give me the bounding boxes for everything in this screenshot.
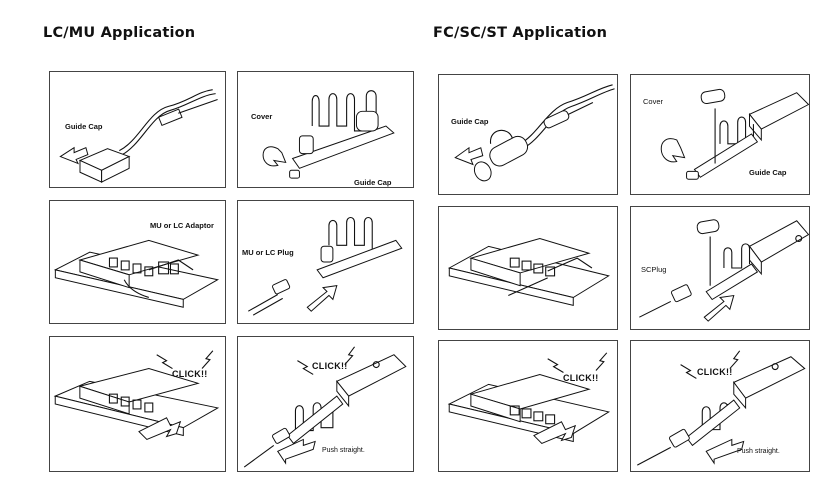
lc-push-straight-illustration: CLICK!! Push straight. <box>237 336 414 472</box>
push-straight-drawing <box>243 346 407 468</box>
fc-cover-rotate-illustration: Cover Guide Cap <box>630 74 810 195</box>
cover-label: Cover <box>643 97 664 106</box>
fc-push-straight-illustration: CLICK!! Push straight. <box>630 340 810 472</box>
lc-plug-insert-illustration: MU or LC Plug <box>237 200 414 324</box>
click-text: CLICK!! <box>172 369 208 379</box>
mu-lc-plug-label: MU or LC Plug <box>242 248 294 257</box>
push-straight-text: Push straight. <box>737 448 780 455</box>
guide-cap-label: Guide Cap <box>354 178 392 187</box>
click-text: CLICK!! <box>312 361 348 371</box>
adaptor-panel-drawing <box>53 239 220 308</box>
cover-label: Cover <box>251 112 273 121</box>
sc-plug-label: SCPlug <box>641 265 667 274</box>
cover-rotate-drawing <box>262 90 395 179</box>
sc-plug-insert-drawing <box>639 219 809 322</box>
click-text: CLICK!! <box>563 373 599 383</box>
guide-cap-label: Guide Cap <box>451 117 489 126</box>
click-adaptor-drawing <box>53 350 220 441</box>
fc-adaptor-panel-illustration <box>438 206 618 330</box>
push-straight-text: Push straight. <box>322 447 365 454</box>
fc-guide-cap-removal-illustration: Guide Cap <box>438 74 618 195</box>
lc-mu-section-title: LC/MU Application <box>43 25 196 41</box>
lc-click-adaptor-illustration: CLICK!! <box>49 336 226 472</box>
lc-cover-rotate-illustration: Cover Guide Cap <box>237 71 414 188</box>
lc-adaptor-panel-illustration: MU or LC Adaptor <box>49 200 226 324</box>
fc-click-adaptor-illustration: CLICK!! <box>438 340 618 472</box>
guide-cap-label: Guide Cap <box>749 168 787 177</box>
plug-insert-drawing <box>247 216 403 316</box>
cover-rotate-drawing <box>660 88 809 180</box>
click-text: CLICK!! <box>697 367 733 377</box>
guide-cap-label: Guide Cap <box>65 122 103 131</box>
push-straight-drawing <box>637 350 806 466</box>
fc-sc-st-section-title: FC/SC/ST Application <box>433 25 608 41</box>
guide-cap-removal-drawing <box>59 89 218 183</box>
click-adaptor-drawing <box>447 352 611 445</box>
guide-cap-removal-drawing <box>454 84 615 182</box>
lc-guide-cap-removal-illustration: Guide Cap <box>49 71 226 188</box>
adaptor-panel-drawing <box>447 237 610 307</box>
fc-sc-plug-insert-illustration: SCPlug <box>630 206 810 330</box>
mu-lc-adaptor-label: MU or LC Adaptor <box>150 221 214 230</box>
